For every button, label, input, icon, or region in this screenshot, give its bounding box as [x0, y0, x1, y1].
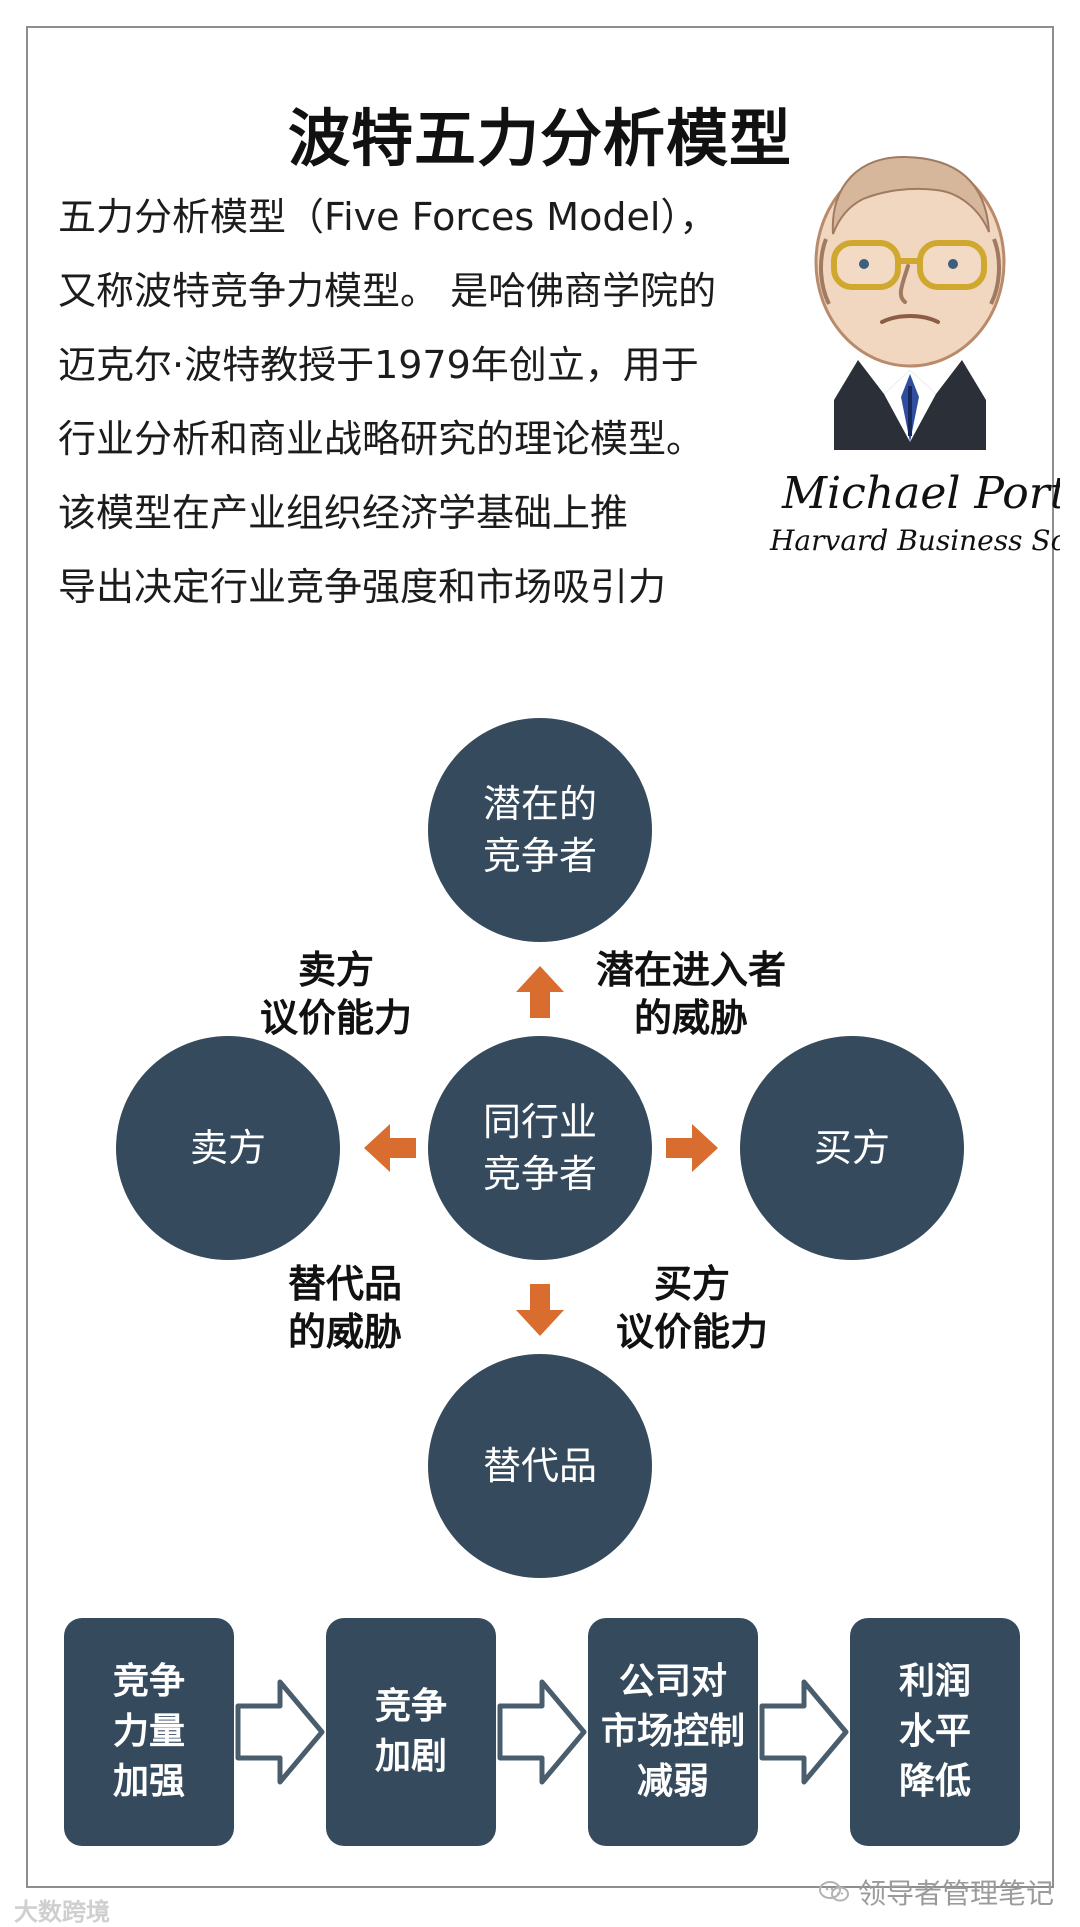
- flow-arrow-2-icon: [494, 1672, 590, 1792]
- flow-step-3: 公司对 市场控制 减弱: [588, 1618, 758, 1846]
- five-forces-diagram: 潜在的 竞争者 同行业 竞争者 卖方 买方 替代品 卖方 议价能力 潜在进入者 …: [0, 700, 1080, 1600]
- left-force-label: 卖方: [190, 1122, 266, 1174]
- wechat-icon: [818, 1881, 850, 1903]
- entrant-threat-label: 潜在进入者 的威胁: [586, 946, 796, 1042]
- seller-power-label: 卖方 议价能力: [256, 946, 416, 1042]
- impact-flow: 竞争 力量 加强 竞争 加剧 公司对 市场控制 减弱 利润 水平 降低: [0, 1618, 1080, 1848]
- buyer-power-label: 买方 议价能力: [602, 1260, 782, 1356]
- right-watermark: 领导者管理笔记: [818, 1872, 1054, 1912]
- flow-step-1: 竞争 力量 加强: [64, 1618, 234, 1846]
- right-force-circle: 买方: [740, 1036, 964, 1260]
- left-watermark: 大数跨境: [14, 1892, 110, 1927]
- left-force-circle: 卖方: [116, 1036, 340, 1260]
- center-force-circle: 同行业 竞争者: [428, 1036, 652, 1260]
- top-force-circle: 潜在的 竞争者: [428, 718, 652, 942]
- flow-arrow-1-icon: [232, 1672, 328, 1792]
- michael-porter-portrait: Michael Porter Harvard Business School: [760, 150, 1060, 590]
- substitute-threat-label: 替代品 的威胁: [270, 1260, 420, 1356]
- intro-text: 五力分析模型（Five Forces Model）， 又称波特竞争力模型。 是哈…: [58, 180, 778, 624]
- intro-line-2: 又称波特竞争力模型。 是哈佛商学院的: [58, 254, 778, 328]
- up-arrow-icon: [510, 962, 570, 1022]
- portrait-name-text: Michael Porter: [781, 468, 1060, 519]
- center-force-label: 同行业 竞争者: [483, 1096, 597, 1200]
- bottom-force-label: 替代品: [483, 1440, 597, 1492]
- intro-line-4: 行业分析和商业战略研究的理论模型。: [58, 402, 778, 476]
- flow-step-2: 竞争 加剧: [326, 1618, 496, 1846]
- top-force-label: 潜在的 竞争者: [483, 778, 597, 882]
- flow-arrow-3-icon: [756, 1672, 852, 1792]
- down-arrow-icon: [510, 1280, 570, 1340]
- right-arrow-icon: [662, 1118, 722, 1178]
- intro-line-3: 迈克尔·波特教授于1979年创立，用于: [58, 328, 778, 402]
- flow-step-4: 利润 水平 降低: [850, 1618, 1020, 1846]
- portrait-illustration: Michael Porter Harvard Business School: [760, 150, 1060, 590]
- right-force-label: 买方: [814, 1122, 890, 1174]
- right-watermark-text: 领导者管理笔记: [858, 1872, 1054, 1912]
- portrait-school-text: Harvard Business School: [769, 524, 1060, 557]
- intro-line-5: 该模型在产业组织经济学基础上推: [58, 476, 778, 550]
- intro-line-6: 导出决定行业竞争强度和市场吸引力: [58, 550, 778, 624]
- bottom-force-circle: 替代品: [428, 1354, 652, 1578]
- intro-line-1: 五力分析模型（Five Forces Model），: [58, 180, 778, 254]
- left-arrow-icon: [360, 1118, 420, 1178]
